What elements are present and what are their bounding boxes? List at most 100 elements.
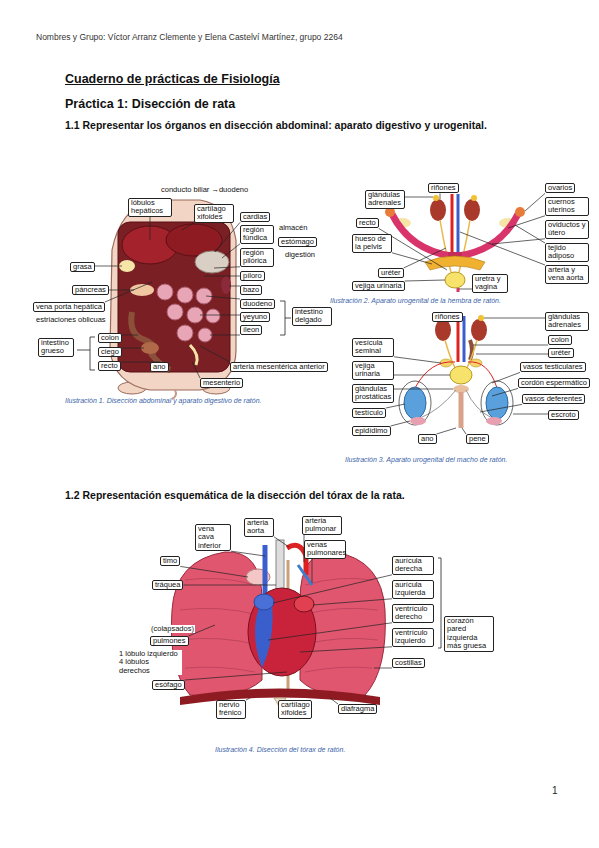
organ-label-box: cardias [240,212,270,222]
leader-line [229,286,240,287]
organ-label-box: ano [418,434,437,444]
leader-line [492,239,545,244]
organ-name: cartílago xifoides [197,205,231,222]
organ-name: glándulas adrenales [548,313,586,330]
organ-label-box: riñones [428,183,459,193]
organ-label-box: esófago [152,680,185,690]
organ-name: glándulas adrenales [368,191,402,208]
organ-label-box: arteria mesentérica anterior [230,362,328,372]
leader-line [273,575,392,603]
organ-label-box: uréter [378,268,404,278]
organ-name: ventrículo derecho [395,605,431,622]
organ-label-box: cartílago xifoides [278,700,312,719]
organ-name: bazo [243,286,259,294]
leader-line [300,647,392,652]
subsection-heading: 1.2 Representación esquemática de la dis… [65,490,405,502]
organ-label-box: ciego [98,347,122,357]
organ-label-box: aurícula izquierda [392,580,434,599]
leader-line [150,217,151,240]
organ-label-box: glándulas adrenales [545,312,589,331]
organ-label-box: pulmones [150,636,189,646]
organ-name: hueso de la pelvis [355,235,389,252]
leader-line [492,388,518,396]
organ-name: cuernos uterinos [548,198,586,215]
leader-line [492,372,520,383]
organ-label-box: colon [548,335,572,345]
figure-caption: Ilustración 4. Disección del tórax de ra… [215,746,345,754]
organ-name: estómago [281,238,314,246]
organ-name: vasos deferentes [525,395,582,403]
organ-name: uréter [381,269,401,277]
organ-label-box: glándulas prostáticas [352,384,394,403]
organ-label-box: cordón espermático [518,378,590,388]
leader-line [405,280,445,281]
organ-label-box: vasos deferentes [522,394,585,404]
organ-name: cartílago xifoides [281,701,309,718]
leader-line [462,428,466,434]
organ-label-box: epidídimo [352,426,391,436]
organ-label-box: vejiga urinaria [352,361,394,380]
leader-line [122,348,144,349]
leader-line [394,357,441,363]
organ-name: vena cava inferior [198,525,228,550]
organ-name: colon [101,334,119,342]
organ-label-box: recto [98,361,121,371]
organ-name: vena porta hepática [36,303,102,311]
organ-name: venas pulmonares [307,541,343,558]
leader-line [440,193,441,199]
bracket [280,301,291,335]
leader-line [480,404,522,412]
organ-label-box: pene [466,434,489,444]
organ-label-box: bazo [240,285,262,295]
organ-name: oviductos y útero [548,221,586,238]
organ-label-box: hueso de la pelvis [352,234,392,253]
organ-name: epidídimo [355,427,388,435]
leader-line [459,289,472,290]
figure-caption: Ilustración 1. Disección abdominal y apa… [65,397,262,405]
organ-name: pulmones [153,637,186,645]
leader-line [392,253,432,264]
leader-line [222,244,240,258]
organ-label-box: cartílago xifoides [194,204,234,223]
organ-name: corazón [447,617,491,625]
annotation: estriaciones oblicuas [35,316,107,324]
organ-label-box: intestino delgado [292,307,332,326]
organ-name: región pilórica [243,249,271,266]
leader-line [313,599,392,605]
organ-name: intestino delgado [295,308,329,325]
organ-name: colon [551,336,569,344]
leader-line [515,225,545,243]
organ-name: cordón espermático [521,379,587,387]
organ-name: timo [163,557,177,565]
annotation: (colapsados) [150,625,195,633]
leader-line [200,346,230,362]
organ-name: arteria pulmonar [305,517,339,534]
organ-name: costillas [395,659,422,667]
organ-label-box: región pilórica [240,248,274,267]
leader-line [185,672,287,680]
organ-name: región fúndica [243,226,271,243]
organ-name: uretra y vagina [475,275,505,292]
leader-line [95,266,122,267]
leader-line [394,375,450,376]
leader-line [513,414,548,415]
leader-line [169,372,170,373]
organ-name: vasos testiculares [523,363,583,371]
organ-label-box: cuernos uterinos [545,197,589,216]
organ-name: riñones [435,313,460,321]
organ-name: pene [469,435,486,443]
organ-name: recto [101,362,118,370]
page-number: 1 [552,785,558,796]
organ-label-box: venas pulmonares [304,540,346,559]
page-header: Nombres y Grupo: Víctor Arranz Clemente … [36,33,343,43]
organ-label-box: mesenterio [200,378,243,388]
organ-label-box: costillas [392,658,425,668]
leader-line [122,335,138,336]
abdomen-drawing [110,200,236,399]
organ-label-box: lóbulos hepáticos [128,198,172,217]
leader-line [374,668,392,669]
leader-line [473,345,548,346]
organ-name: arteria y vena aorta [548,266,586,283]
annotation: digestión [284,251,316,259]
